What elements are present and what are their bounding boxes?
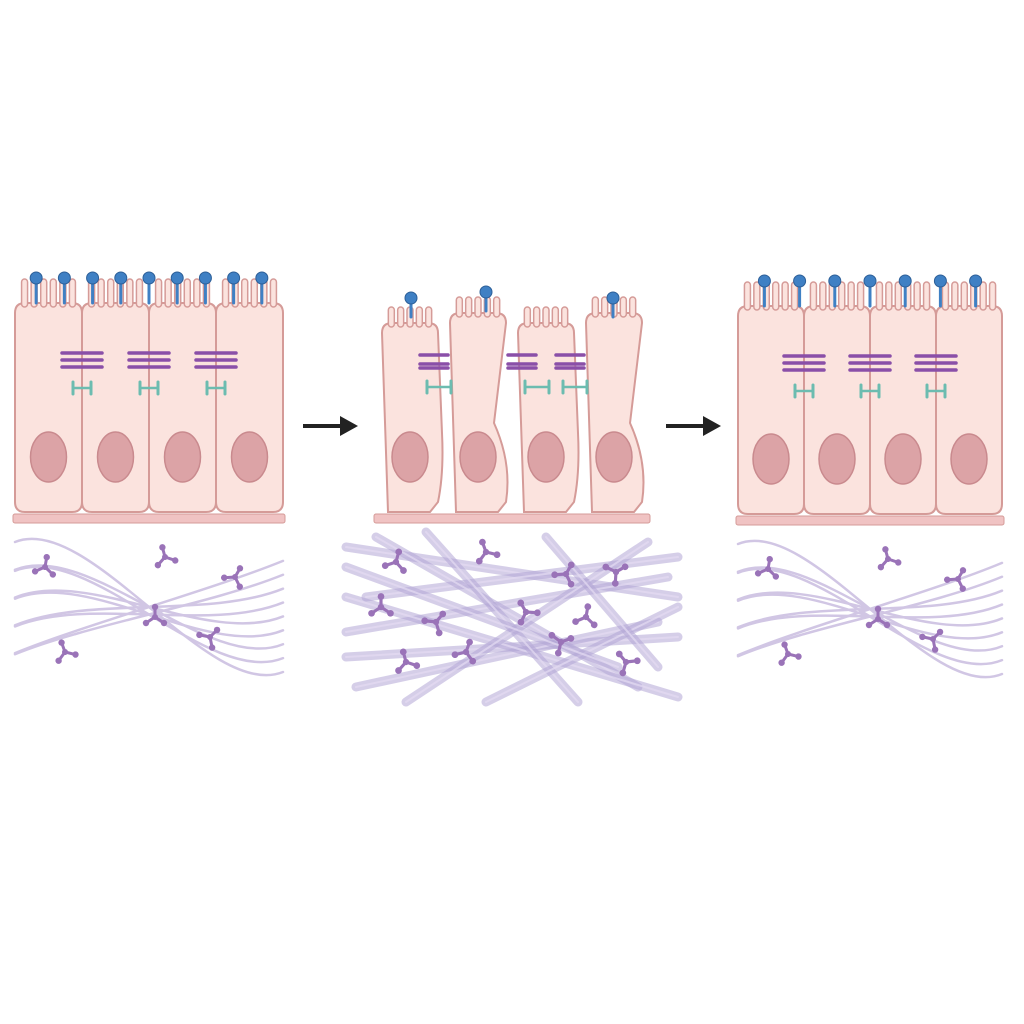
microvillus [620,297,626,317]
epithelial-cell [586,297,644,512]
microvillus [886,282,892,310]
microvillus [165,279,171,307]
microvillus [41,279,47,307]
epithelial-cell [15,279,82,512]
microvillus [524,307,530,327]
microvillus [810,282,816,310]
microvillus [839,282,845,310]
extracellular-matrix [738,541,1002,677]
microvillus [924,282,930,310]
microvillus [242,279,248,307]
cell-body [382,323,443,512]
microvillus [456,297,462,317]
nucleus [392,432,428,482]
microvillus [952,282,958,310]
microvillus [416,307,422,327]
microvillus [592,297,598,317]
microvillus [543,307,549,327]
microvillus [980,282,986,310]
microvillus [961,282,967,310]
microvillus [602,297,608,317]
epithelial-cell [149,279,216,512]
nucleus [885,434,921,484]
microvillus [270,279,276,307]
microvillus [914,282,920,310]
microvillus [466,297,472,317]
epithelial-cell [382,307,443,512]
nucleus [98,432,134,482]
nucleus [232,432,268,482]
arrow-right-1 [303,416,358,436]
panel-restored-epithelium [736,275,1004,677]
microvillus [194,279,200,307]
nucleus [165,432,201,482]
nucleus [596,432,632,482]
microvillus [127,279,133,307]
microvillus [251,279,257,307]
microvillus [223,279,229,307]
crosslink-icon [469,535,501,566]
microvillus [69,279,75,307]
microvillus [754,282,760,310]
receptor-icon [864,275,876,306]
microvillus [136,279,142,307]
extracellular-matrix [15,539,283,675]
microvillus [50,279,56,307]
cell-body [518,323,579,512]
microvillus [895,282,901,310]
microvillus [744,282,750,310]
microvillus [773,282,779,310]
epithelial-cell [518,307,579,512]
nucleus [31,432,67,482]
extracellular-matrix [346,532,678,702]
microvillus [184,279,190,307]
microvillus [388,307,394,327]
microvillus [98,279,104,307]
basement-membrane [736,516,1004,525]
nucleus [528,432,564,482]
epithelial-cell [216,279,283,512]
microvillus [108,279,114,307]
microvillus [494,297,500,317]
crosslink-icon [150,541,179,569]
basement-membrane [13,514,285,523]
panel-healthy-epithelium [13,272,285,675]
microvillus [858,282,864,310]
epithelial-cell [450,297,508,512]
microvillus [782,282,788,310]
nucleus [819,434,855,484]
microvillus [848,282,854,310]
nucleus [460,432,496,482]
microvillus [562,307,568,327]
microvillus [552,307,558,327]
receptor-icon [143,272,155,303]
crosslink-icon [572,601,601,629]
arrow-right-2 [666,416,721,436]
microvillus [156,279,162,307]
microvillus [630,297,636,317]
basement-membrane [374,514,650,523]
microvillus [820,282,826,310]
microvillus [426,307,432,327]
microvillus [22,279,28,307]
panel-disrupted-epithelium [346,286,678,702]
arrow-head [703,416,721,436]
microvillus [475,297,481,317]
epithelial-cell [82,279,149,512]
microvillus [990,282,996,310]
arrow-head [340,416,358,436]
nucleus [951,434,987,484]
microvillus [876,282,882,310]
microvillus [534,307,540,327]
sparse-fiber-network [15,539,283,675]
sparse-fiber-network [738,541,1002,677]
nucleus [753,434,789,484]
crosslink-icon [873,543,902,571]
microvillus [398,307,404,327]
